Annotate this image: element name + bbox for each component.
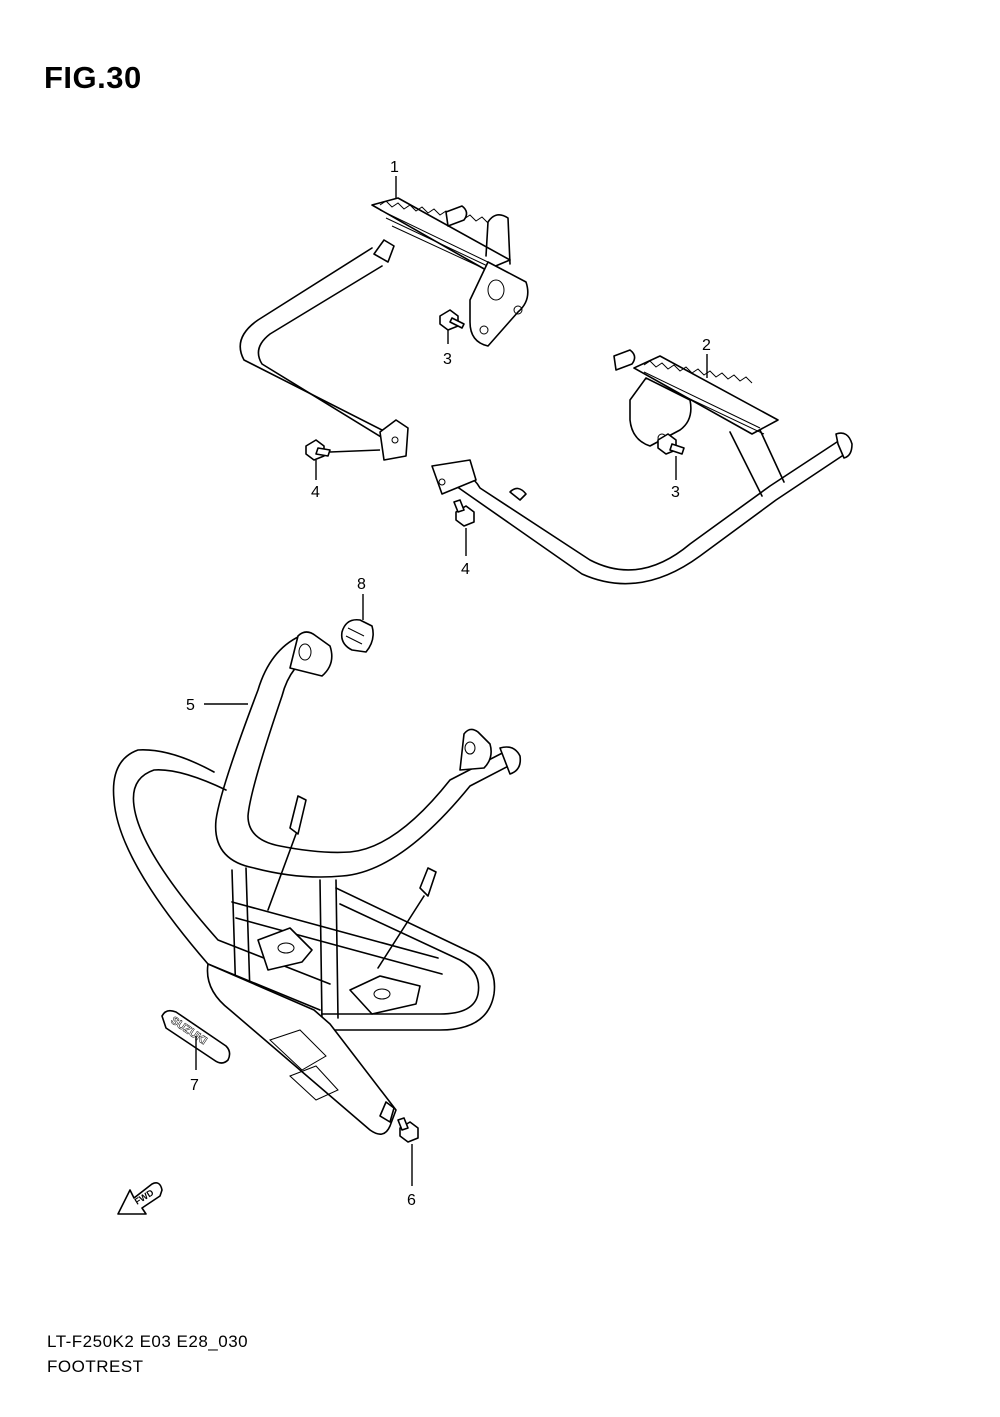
bolt-part-4-right[interactable]: [453, 499, 475, 527]
bolt-part-6[interactable]: [397, 1117, 419, 1143]
bolt-part-3-lower[interactable]: [657, 433, 685, 455]
section-name: FOOTREST: [47, 1357, 144, 1376]
callout-7: 7: [190, 1077, 199, 1094]
callout-3-lower: 3: [671, 484, 680, 501]
callout-5: 5: [186, 697, 195, 714]
callout-3-upper: 3: [443, 351, 452, 368]
callout-2: 2: [702, 337, 711, 354]
left-footrest-part-1[interactable]: [239, 197, 529, 461]
right-footrest-part-2[interactable]: [431, 349, 853, 585]
callout-4-right: 4: [461, 561, 470, 578]
callout-1: 1: [390, 159, 399, 176]
leader-lines: [195, 176, 708, 1186]
model-code: LT-F250K2 E03 E28_030: [47, 1332, 249, 1351]
cap-part-8[interactable]: [340, 618, 374, 653]
callout-8: 8: [357, 576, 366, 593]
forward-direction-arrow: FWD: [117, 1182, 163, 1215]
figure-title: FIG.30: [44, 60, 142, 95]
bolt-part-4-left[interactable]: [305, 439, 331, 461]
callout-4-left: 4: [311, 484, 320, 501]
bolt-part-3-upper[interactable]: [439, 309, 465, 331]
front-guard-part-5[interactable]: [112, 631, 522, 1135]
callout-6: 6: [407, 1192, 416, 1209]
